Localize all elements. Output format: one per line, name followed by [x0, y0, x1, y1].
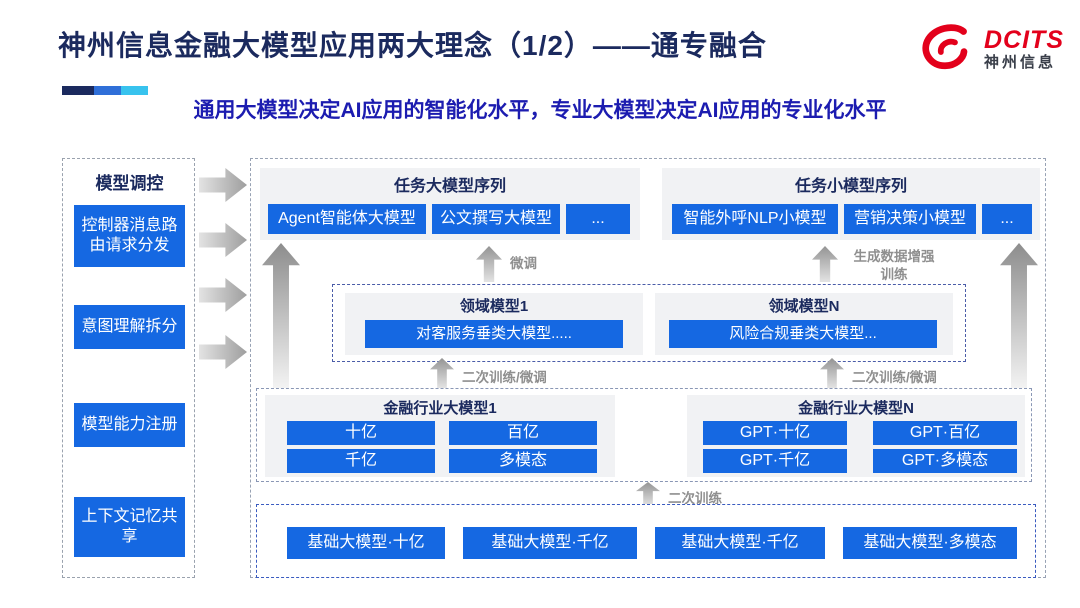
- domain-model-n-title: 领域模型N: [768, 298, 840, 315]
- base-models-container: 基础大模型·十亿 基础大模型·千亿 基础大模型·千亿 基础大模型·多模态: [256, 504, 1036, 578]
- node-multimodal: 多模态: [449, 449, 597, 473]
- node-task-large-more: ...: [566, 204, 630, 234]
- task-large-model-panel: 任务大模型序列 Agent智能体大模型 公文撰写大模型 ...: [260, 168, 640, 240]
- domain-model-n-panel: 领域模型N 风险合规垂类大模型...: [655, 293, 953, 355]
- dcits-swirl-icon: [918, 20, 976, 77]
- accent-bar-cyan: [121, 86, 148, 95]
- node-10b: 百亿: [449, 421, 597, 445]
- sidebar-title: 模型调控: [95, 174, 164, 193]
- accent-bar-blue: [94, 86, 121, 95]
- node-task-small-more: ...: [982, 204, 1032, 234]
- gen-data-label-line2: 训练: [880, 266, 908, 282]
- domain-model-1-title: 领域模型1: [459, 298, 529, 315]
- retrain-ft-label-right: 二次训练/微调: [852, 370, 937, 385]
- industry-model-1-panel: 金融行业大模型1 十亿 百亿 千亿 多模态: [265, 395, 615, 477]
- node-1b: 十亿: [287, 421, 435, 445]
- connector-arrow-4: [199, 335, 247, 369]
- sidebar-item-registry: 模型能力注册: [74, 403, 185, 447]
- sidebar-item-router: 控制器消息路由请求分发: [74, 205, 185, 267]
- node-base-100b-1: 基础大模型·千亿: [463, 527, 637, 559]
- node-marketing-decision-model: 营销决策小模型: [844, 204, 976, 234]
- node-gpt-1b: GPT·十亿: [703, 421, 847, 445]
- domain-models-container: 领域模型1 对客服务垂类大模型..... 领域模型N 风险合规垂类大模型...: [332, 284, 966, 362]
- node-gpt-10b: GPT·百亿: [873, 421, 1017, 445]
- node-base-100b-2: 基础大模型·千亿: [655, 527, 825, 559]
- task-large-model-title: 任务大模型序列: [393, 178, 506, 195]
- industry-model-n-panel: 金融行业大模型N GPT·十亿 GPT·百亿 GPT·千亿 GPT·多模态: [687, 395, 1025, 477]
- node-customer-service-model: 对客服务垂类大模型.....: [365, 320, 623, 348]
- sidebar-item-context: 上下文记忆共享: [74, 497, 185, 557]
- gen-data-label: 生成数据增强 训练: [846, 248, 942, 283]
- logo-brand: DCITS: [984, 25, 1064, 54]
- company-logo: DCITS 神州信息: [918, 20, 1064, 77]
- connector-arrow-3: [199, 278, 247, 312]
- industry-model-n-title: 金融行业大模型N: [798, 400, 914, 417]
- node-document-writing-model: 公文撰写大模型: [432, 204, 560, 234]
- node-base-multimodal: 基础大模型·多模态: [843, 527, 1017, 559]
- industry-model-1-title: 金融行业大模型1: [383, 400, 497, 417]
- connector-arrow-1: [199, 168, 247, 202]
- domain-model-1-panel: 领域模型1 对客服务垂类大模型.....: [345, 293, 643, 355]
- task-small-model-title: 任务小模型序列: [794, 178, 907, 195]
- node-risk-compliance-model: 风险合规垂类大模型...: [669, 320, 937, 348]
- node-100b: 千亿: [287, 449, 435, 473]
- task-small-model-panel: 任务小模型序列 智能外呼NLP小模型 营销决策小模型 ...: [662, 168, 1040, 240]
- retrain-label: 二次训练: [668, 491, 722, 506]
- accent-bar-navy: [62, 86, 94, 95]
- industry-models-container: 金融行业大模型1 十亿 百亿 千亿 多模态 金融行业大模型N GPT·十亿 GP…: [256, 388, 1032, 482]
- slide-subtitle: 通用大模型决定AI应用的智能化水平，专业大模型决定AI应用的专业化水平: [193, 99, 887, 122]
- sidebar-item-intent: 意图理解拆分: [74, 305, 185, 349]
- node-agent-large-model: Agent智能体大模型: [268, 204, 426, 234]
- connector-arrow-2: [199, 223, 247, 257]
- model-control-sidebar: 模型调控 控制器消息路由请求分发 意图理解拆分 模型能力注册 上下文记忆共享: [62, 158, 195, 578]
- logo-text: DCITS 神州信息: [984, 25, 1064, 71]
- title-accent-bar: [62, 86, 148, 95]
- gen-data-label-line1: 生成数据增强: [853, 249, 935, 264]
- retrain-ft-label-left: 二次训练/微调: [462, 370, 547, 385]
- node-outbound-nlp-model: 智能外呼NLP小模型: [672, 204, 838, 234]
- page-title: 神州信息金融大模型应用两大理念（1/2）——通专融合: [58, 30, 767, 61]
- node-gpt-multimodal: GPT·多模态: [873, 449, 1017, 473]
- logo-brand-cn: 神州信息: [984, 53, 1057, 71]
- node-gpt-100b: GPT·千亿: [703, 449, 847, 473]
- node-base-1b: 基础大模型·十亿: [287, 527, 445, 559]
- fine-tune-label: 微调: [510, 256, 537, 271]
